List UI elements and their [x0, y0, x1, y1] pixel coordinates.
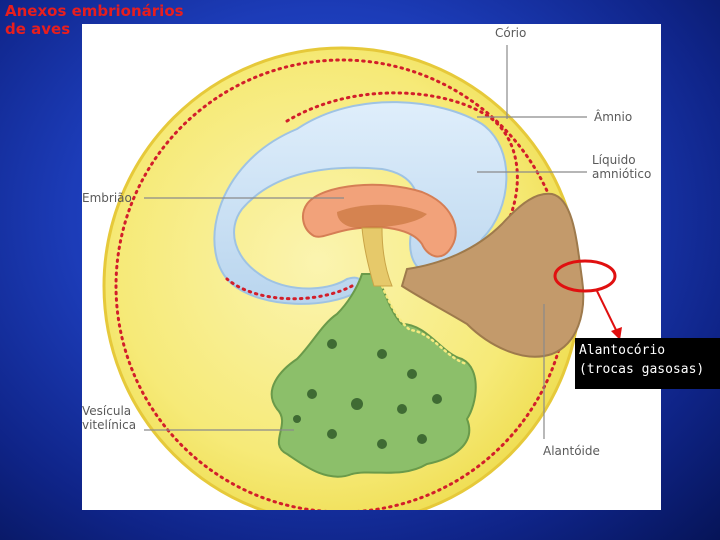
label-alantoide: Alantóide [543, 444, 600, 458]
label-embriao: Embrião [82, 191, 132, 205]
label-liquido-amniotico: Líquido amniótico [592, 153, 651, 181]
avian-embryo-diagram [82, 24, 661, 510]
label-vesicula-vitelinica: Vesícula vitelínica [82, 404, 136, 432]
label-corio: Cório [495, 26, 526, 40]
alantocorio-callout: Alantocório (trocas gasosas) [575, 338, 720, 389]
label-amnio: Âmnio [594, 110, 632, 124]
diagram-panel: Cório Âmnio Líquido amniótico Embrião Ve… [82, 24, 661, 510]
